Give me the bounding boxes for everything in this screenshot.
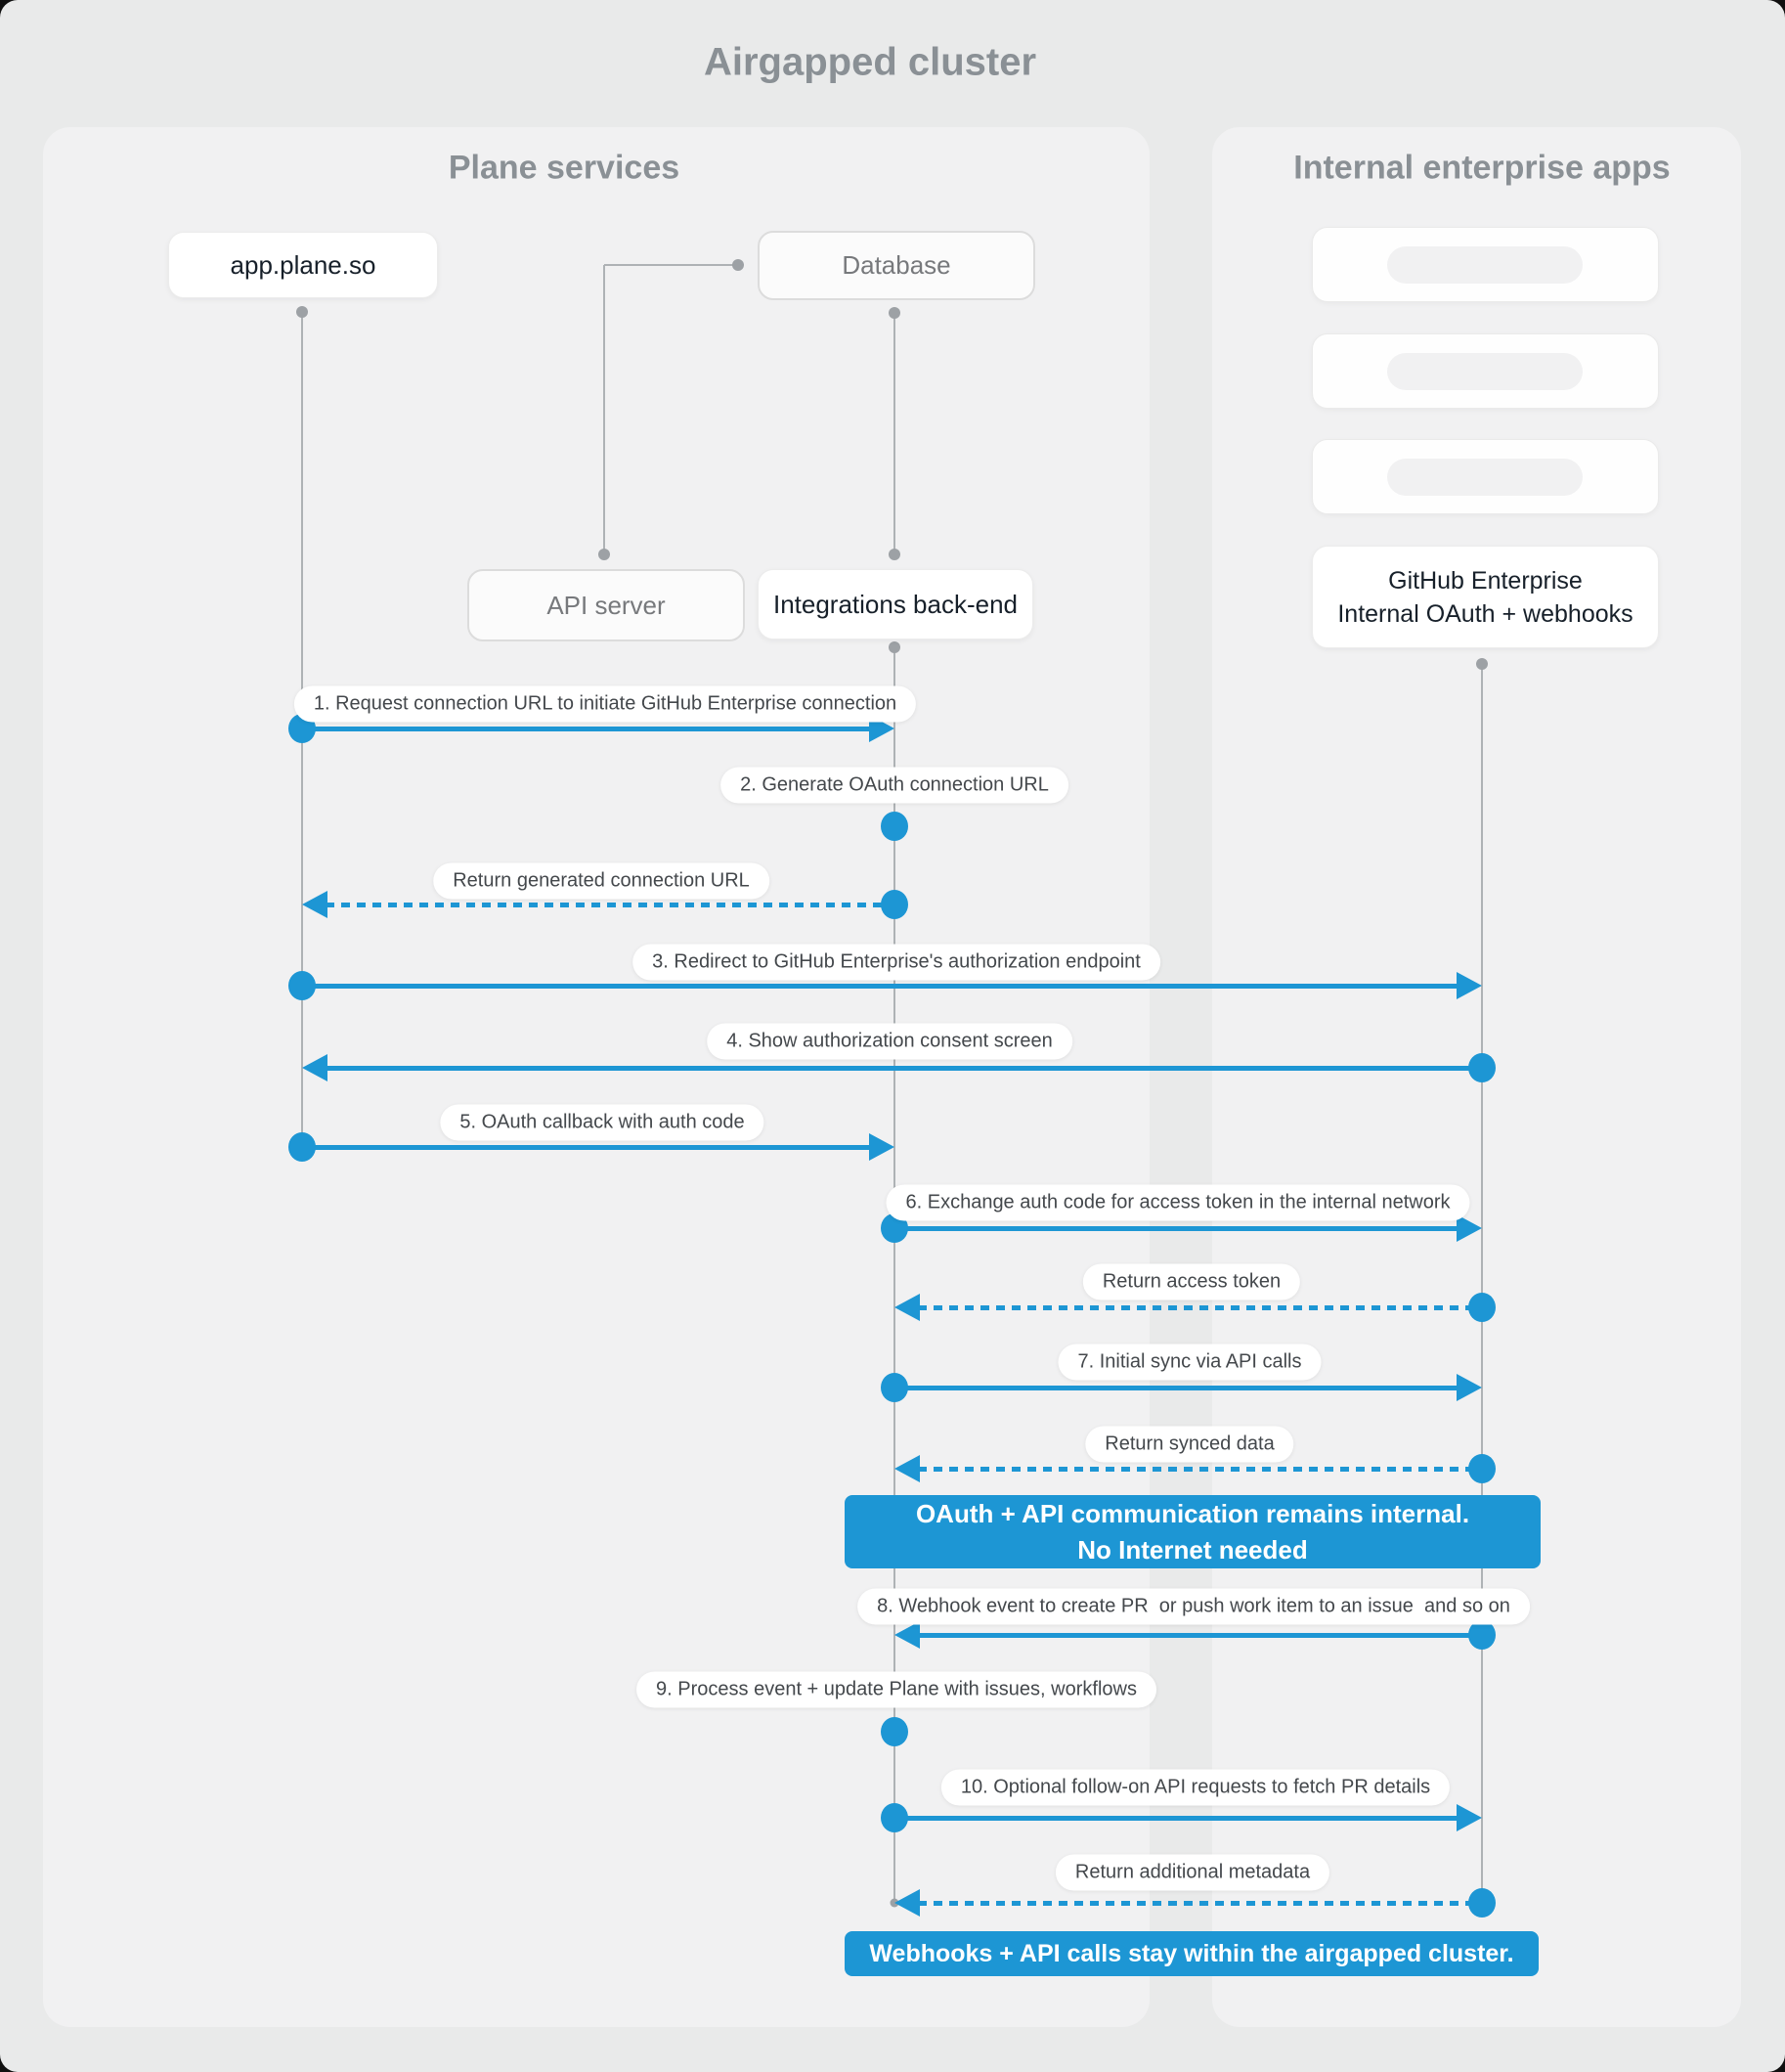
placeholder-app-card [1312, 333, 1659, 409]
message-arrow-1 [302, 727, 875, 731]
note-airgapped-cluster: Webhooks + API calls stay within the air… [845, 1931, 1539, 1976]
connector-api-server-horizontal [604, 264, 735, 266]
message-label: 8. Webhook event to create PR or push wo… [857, 1588, 1530, 1625]
message-origin-dot [881, 1803, 908, 1832]
message-arrow-return-1 [326, 903, 894, 907]
lifeline-dot [1476, 658, 1488, 670]
message-origin-dot [1468, 1888, 1496, 1918]
placeholder-pill [1387, 246, 1583, 284]
note-line1: OAuth + API communication remains intern… [915, 1498, 1470, 1528]
message-origin-dot [1468, 1620, 1496, 1650]
connector-api-server-vertical [603, 265, 605, 553]
github-enterprise-line1: GitHub Enterprise [1388, 566, 1583, 595]
message-origin-dot [288, 1132, 316, 1162]
arrowhead-right-icon [1457, 972, 1482, 999]
arrowhead-right-icon [1457, 1374, 1482, 1401]
message-label: 3. Redirect to GitHub Enterprise's autho… [632, 944, 1160, 981]
message-arrow-4 [326, 1066, 1482, 1071]
arrowhead-left-icon [302, 891, 327, 918]
message-label: 9. Process event + update Plane with iss… [636, 1671, 1156, 1708]
arrowhead-left-icon [894, 1455, 920, 1482]
message-arrow-3 [302, 984, 1462, 989]
placeholder-pill [1387, 353, 1583, 390]
participant-api-server: API server [467, 569, 745, 641]
arrowhead-left-icon [894, 1621, 920, 1649]
lifeline-dot [296, 306, 308, 318]
page-title: Airgapped cluster [703, 40, 1037, 84]
github-enterprise-line2: Internal OAuth + webhooks [1337, 599, 1633, 628]
connector-dot [889, 307, 900, 319]
message-arrow-5 [302, 1145, 875, 1150]
placeholder-pill [1387, 459, 1583, 496]
arrowhead-left-icon [302, 1054, 327, 1081]
message-origin-dot [881, 1717, 908, 1746]
note-line2: No Internet needed [1077, 1534, 1308, 1565]
connector-dot [889, 549, 900, 560]
message-label: 5. OAuth callback with auth code [440, 1104, 764, 1141]
arrowhead-right-icon [1457, 1804, 1482, 1831]
participant-database: Database [758, 231, 1035, 300]
message-arrow-return-4 [918, 1901, 1482, 1906]
message-origin-dot [881, 1373, 908, 1402]
message-label: 2. Generate OAuth connection URL [720, 767, 1068, 804]
message-arrow-6 [894, 1226, 1462, 1231]
participant-github-enterprise: GitHub Enterprise Internal OAuth + webho… [1312, 546, 1659, 648]
arrowhead-left-icon [894, 1294, 920, 1321]
message-origin-dot [881, 890, 908, 919]
message-label: 7. Initial sync via API calls [1058, 1344, 1322, 1381]
connector-database-integrations [893, 313, 895, 553]
panel-title-internal-enterprise-apps: Internal enterprise apps [1293, 149, 1671, 187]
message-label: Return generated connection URL [433, 862, 769, 900]
message-label: Return access token [1082, 1263, 1301, 1301]
message-label: 10. Optional follow-on API requests to f… [940, 1769, 1451, 1806]
note-internal-communication: OAuth + API communication remains intern… [845, 1495, 1541, 1568]
message-origin-dot [1468, 1053, 1496, 1082]
participant-integrations-backend: Integrations back-end [758, 569, 1033, 639]
message-origin-dot [881, 812, 908, 841]
message-label: Return additional metadata [1055, 1854, 1330, 1891]
note-line1: Webhooks + API calls stay within the air… [869, 1939, 1514, 1967]
connector-dot [732, 259, 744, 271]
message-arrow-10 [894, 1816, 1462, 1821]
arrowhead-left-icon [894, 1889, 920, 1917]
message-arrow-8 [918, 1633, 1482, 1638]
message-arrow-7 [894, 1386, 1462, 1390]
lifeline-github-enterprise [1481, 664, 1483, 1903]
arrowhead-right-icon [869, 1133, 894, 1161]
lifeline-integrations-backend [893, 647, 895, 1903]
message-label: 6. Exchange auth code for access token i… [886, 1184, 1470, 1221]
message-label: 1. Request connection URL to initiate Gi… [293, 685, 917, 723]
participant-app-plane-so: app.plane.so [168, 232, 438, 298]
connector-dot [598, 549, 610, 560]
placeholder-app-card [1312, 227, 1659, 302]
message-label: 4. Show authorization consent screen [707, 1023, 1072, 1060]
message-arrow-return-3 [918, 1467, 1482, 1472]
message-origin-dot [1468, 1454, 1496, 1483]
message-arrow-return-2 [918, 1305, 1482, 1310]
placeholder-app-card [1312, 439, 1659, 514]
panel-plane-services [43, 127, 1150, 2027]
arrowhead-right-icon [1457, 1214, 1482, 1242]
lifeline-dot [889, 641, 900, 653]
message-origin-dot [288, 971, 316, 1000]
message-label: Return synced data [1085, 1426, 1294, 1463]
message-origin-dot [1468, 1293, 1496, 1322]
panel-title-plane-services: Plane services [448, 149, 680, 187]
